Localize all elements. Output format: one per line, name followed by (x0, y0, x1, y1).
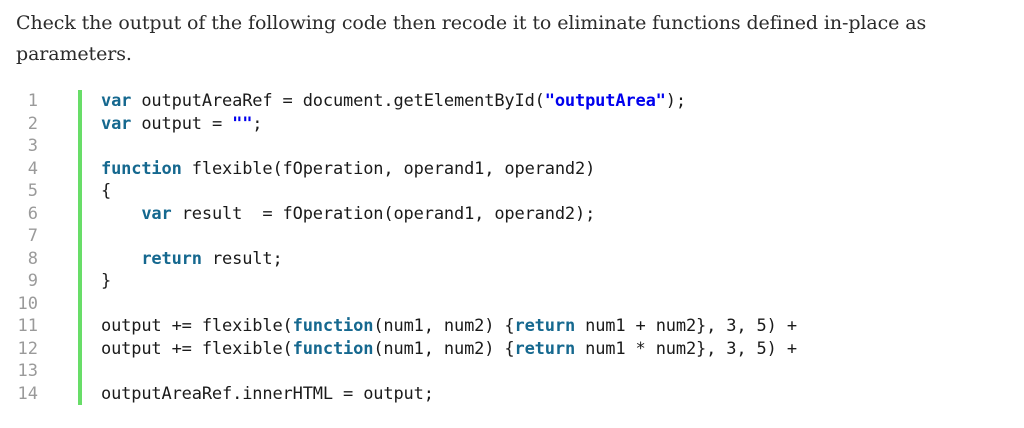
gutter-bar (78, 382, 82, 405)
code-token-plain: num1 * num2}, 3, 5) + (575, 338, 797, 359)
gutter-bar (78, 180, 82, 203)
gutter-bar (78, 360, 82, 383)
code-line-content: { (82, 180, 1024, 203)
code-token-plain: } (101, 271, 112, 291)
code-line-content (82, 135, 1024, 158)
code-token-plain (101, 204, 141, 224)
code-token-plain: ); (665, 91, 686, 111)
gutter-bar (78, 202, 82, 225)
code-token-str: "outputArea" (544, 91, 666, 111)
code-line-content: function flexible(fOperation, operand1, … (82, 158, 1024, 181)
code-token-plain: output += flexible( (101, 338, 293, 359)
gutter-bar (78, 247, 82, 270)
code-line-content: var outputAreaRef = document.getElementB… (82, 90, 1024, 113)
code-line-content: var output = ""; (82, 113, 1024, 136)
code-line: 8 return result; (0, 247, 1024, 271)
code-line: 13 (0, 360, 1024, 383)
line-number: 12 (17, 338, 38, 359)
line-number: 10 (17, 293, 38, 314)
prompt-text: Check the output of the following code t… (16, 12, 933, 65)
gutter-bar (78, 337, 82, 360)
code-token-plain: (num1, num2) { (373, 338, 515, 359)
line-number: 5 (27, 181, 38, 201)
gutter-bar (78, 315, 82, 338)
code-token-kw: function (292, 338, 374, 359)
code-token-plain: { (101, 181, 112, 201)
code-token-plain: outputAreaRef = document.getElementById( (131, 91, 545, 111)
code-line-content: output += flexible(function(num1, num2) … (82, 315, 1024, 338)
line-number: 14 (17, 383, 38, 404)
code-line: 2 var output = ""; (0, 112, 1024, 136)
code-token-kw: function (292, 316, 374, 336)
code-line: 14 outputAreaRef.innerHTML = output; (0, 382, 1024, 406)
code-token-plain: output += flexible( (101, 316, 293, 336)
code-line: 7 (0, 225, 1024, 248)
line-number: 3 (27, 136, 38, 156)
code-line: 4 function flexible(fOperation, operand1,… (0, 157, 1024, 181)
gutter-bar (78, 90, 82, 113)
code-token-plain: (num1, num2) { (373, 316, 515, 336)
line-number: 8 (27, 248, 38, 269)
code-line: 11 output += flexible(function(num1, num2… (0, 315, 1024, 338)
line-number: 1 (27, 91, 38, 111)
code-line: 3 (0, 135, 1024, 158)
line-number: 6 (27, 203, 38, 224)
code-token-str: "" (232, 113, 253, 134)
code-line: 5{ (0, 180, 1024, 203)
code-line-content (82, 360, 1024, 383)
code-line: 10 (0, 292, 1024, 316)
gutter-bar (78, 135, 82, 158)
code-token-kw: return (141, 248, 202, 269)
line-number: 13 (17, 361, 38, 381)
code-line: 1 var outputAreaRef = document.getElement… (0, 90, 1024, 113)
line-number: 11 (17, 316, 38, 336)
line-number: 2 (27, 113, 38, 134)
gutter-bar (78, 225, 82, 248)
line-number: 9 (27, 271, 38, 291)
line-number: 4 (27, 158, 38, 179)
code-token-kw: return (514, 316, 576, 336)
code-token-plain: num1 + num2}, 3, 5) + (575, 316, 797, 336)
code-block: 1 var outputAreaRef = document.getElement… (0, 90, 1024, 405)
gutter-bar (78, 157, 82, 180)
code-line: 6 var result = fOperation(operand1, oper… (0, 202, 1024, 226)
code-token-kw: var (101, 113, 132, 134)
code-line-content: } (82, 270, 1024, 293)
code-line-content: outputAreaRef.innerHTML = output; (82, 383, 1024, 406)
code-line-content: var result = fOperation(operand1, operan… (82, 203, 1024, 226)
gutter-bar (78, 292, 82, 315)
gutter-bar (78, 270, 82, 293)
line-number: 7 (27, 226, 38, 246)
code-token-plain: outputAreaRef.innerHTML = output; (101, 383, 434, 404)
code-token-plain: ; (252, 113, 263, 134)
code-token-plain: output = (131, 113, 233, 134)
code-token-plain: result = fOperation(operand1, operand2); (171, 203, 596, 224)
code-line: 9} (0, 270, 1024, 293)
code-line-content: output += flexible(function(num1, num2) … (82, 338, 1024, 361)
code-token-kw: var (141, 203, 172, 224)
code-line-content (82, 225, 1024, 248)
code-line-content (82, 293, 1024, 316)
code-token-plain: result; (201, 248, 283, 269)
code-token-plain: flexible(fOperation, operand1, operand2) (181, 158, 596, 179)
code-token-kw: return (514, 338, 576, 359)
code-line: 12 output += flexible(function(num1, num2… (0, 337, 1024, 361)
code-line-content: return result; (82, 248, 1024, 271)
gutter-bar (78, 112, 82, 135)
code-token-plain (101, 249, 141, 269)
code-token-kw: function (101, 158, 182, 179)
code-token-kw: var (101, 91, 132, 111)
